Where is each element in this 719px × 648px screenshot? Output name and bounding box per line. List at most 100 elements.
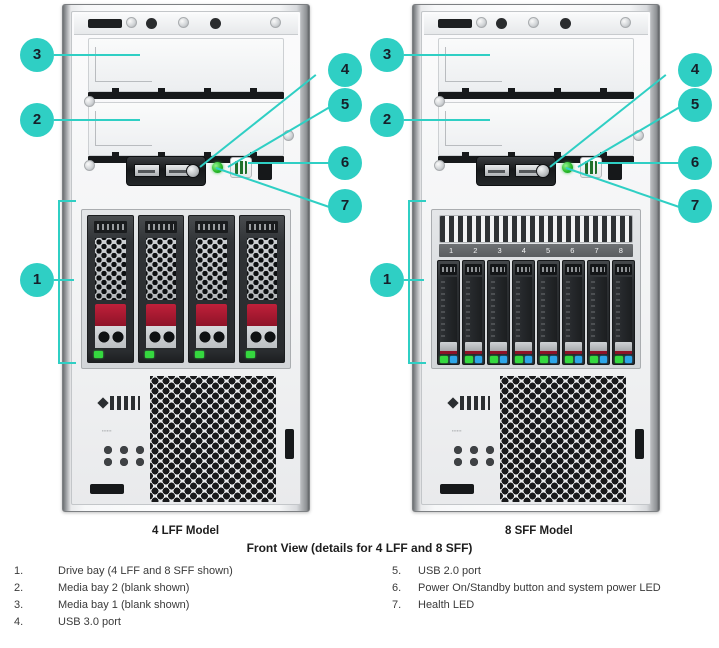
drive-latch[interactable] bbox=[490, 342, 507, 354]
callout-4-lff[interactable]: 4 bbox=[328, 53, 362, 87]
drive-label bbox=[94, 221, 127, 233]
bottom-handle bbox=[440, 484, 474, 494]
drive-bay-number: 8 bbox=[618, 246, 623, 255]
drive-activity-led bbox=[565, 356, 573, 363]
drive-carrier[interactable] bbox=[587, 260, 610, 365]
drive-label bbox=[440, 264, 457, 275]
drive-bay-row bbox=[87, 215, 285, 363]
drive-carrier[interactable] bbox=[487, 260, 510, 365]
legend-number: 4. bbox=[14, 616, 24, 628]
usb-3-0-port[interactable] bbox=[484, 164, 510, 177]
drive-label bbox=[515, 264, 532, 275]
io-panel-knob bbox=[186, 164, 200, 178]
top-button-a bbox=[146, 18, 157, 29]
legend-number: 1. bbox=[14, 565, 24, 577]
screw bbox=[620, 17, 631, 28]
legend-number: 2. bbox=[14, 582, 24, 594]
top-button-b bbox=[560, 18, 571, 29]
drive-status-leds bbox=[465, 356, 482, 363]
drive-activity-led bbox=[540, 356, 548, 363]
drive-carrier[interactable] bbox=[612, 260, 635, 365]
drive-carrier[interactable] bbox=[137, 215, 184, 363]
drive-activity-led bbox=[615, 356, 623, 363]
drive-status-leds bbox=[440, 356, 457, 363]
drive-latch[interactable] bbox=[540, 342, 557, 354]
callout-3-lff[interactable]: 3 bbox=[20, 38, 54, 72]
screw bbox=[476, 17, 487, 28]
front-io-panel bbox=[476, 156, 556, 186]
drive-activity-led bbox=[490, 356, 498, 363]
callout-1-lff[interactable]: 1 bbox=[20, 263, 54, 297]
callout-3-sff[interactable]: 3 bbox=[370, 38, 404, 72]
screw bbox=[528, 17, 539, 28]
drive-bay-number: 3 bbox=[497, 246, 502, 255]
drive-bay-number: 5 bbox=[546, 246, 551, 255]
callout-6-lff[interactable]: 6 bbox=[328, 146, 362, 180]
drive-gear-vent bbox=[246, 326, 277, 348]
drive-carrier[interactable] bbox=[437, 260, 460, 365]
drive-locate-led bbox=[599, 356, 607, 363]
drive-activity-led bbox=[440, 356, 448, 363]
callout-3-leader-lff bbox=[54, 54, 140, 56]
drive-carrier[interactable] bbox=[512, 260, 535, 365]
callout-5-lff[interactable]: 5 bbox=[328, 88, 362, 122]
drive-label bbox=[540, 264, 557, 275]
drive-carrier[interactable] bbox=[238, 215, 285, 363]
drive-latch[interactable] bbox=[615, 342, 632, 354]
drive-carrier[interactable] bbox=[462, 260, 485, 365]
drive-latch[interactable] bbox=[95, 304, 126, 326]
legend-text: Power On/Standby button and system power… bbox=[418, 582, 661, 594]
drive-body bbox=[540, 277, 557, 342]
callout-2-sff[interactable]: 2 bbox=[370, 103, 404, 137]
top-button-b bbox=[210, 18, 221, 29]
drive-status-led bbox=[245, 351, 255, 358]
drive-body bbox=[440, 277, 457, 342]
server-chassis-4lff: ▪▪▪▪▪▪ bbox=[62, 4, 310, 512]
drive-latch[interactable] bbox=[465, 342, 482, 354]
screw bbox=[84, 96, 95, 107]
drive-label bbox=[615, 264, 632, 275]
bottom-handle bbox=[90, 484, 124, 494]
io-panel-knob bbox=[536, 164, 550, 178]
front-mesh-vent bbox=[500, 376, 626, 502]
drive-bay-number: 4 bbox=[521, 246, 526, 255]
drive-carrier[interactable] bbox=[188, 215, 235, 363]
drive-vent bbox=[145, 238, 176, 300]
drive-locate-led bbox=[524, 356, 532, 363]
callout-6-leader-lff bbox=[248, 162, 330, 164]
callout-6-sff[interactable]: 6 bbox=[678, 146, 712, 180]
drive-latch[interactable] bbox=[515, 342, 532, 354]
callout-4-sff[interactable]: 4 bbox=[678, 53, 712, 87]
callout-7-sff[interactable]: 7 bbox=[678, 189, 712, 223]
callout-1-sff[interactable]: 1 bbox=[370, 263, 404, 297]
drive-latch[interactable] bbox=[246, 304, 277, 326]
usb-3-0-port[interactable] bbox=[134, 164, 160, 177]
drive-carrier[interactable] bbox=[562, 260, 585, 365]
callout-1-leader-lff bbox=[54, 279, 74, 281]
drive-carrier[interactable] bbox=[87, 215, 134, 363]
legend-text: Media bay 2 (blank shown) bbox=[58, 582, 190, 594]
drive-latch[interactable] bbox=[196, 304, 227, 326]
drive-body bbox=[615, 277, 632, 342]
vent-dot-grid bbox=[102, 444, 150, 466]
drive-latch[interactable] bbox=[440, 342, 457, 354]
bay-divider bbox=[438, 88, 634, 99]
drive-latch[interactable] bbox=[590, 342, 607, 354]
callout-2-lff[interactable]: 2 bbox=[20, 103, 54, 137]
drive-activity-led bbox=[590, 356, 598, 363]
screw bbox=[434, 96, 445, 107]
drive-locate-led bbox=[474, 356, 482, 363]
screw bbox=[270, 17, 281, 28]
drive-latch[interactable] bbox=[565, 342, 582, 354]
callout-7-lff[interactable]: 7 bbox=[328, 189, 362, 223]
drive-carrier[interactable] bbox=[537, 260, 560, 365]
drive-body bbox=[590, 277, 607, 342]
drive-label bbox=[245, 221, 278, 233]
drive-status-leds bbox=[615, 356, 632, 363]
callout-5-sff[interactable]: 5 bbox=[678, 88, 712, 122]
usb-2-0-port[interactable] bbox=[165, 164, 191, 177]
drive-latch[interactable] bbox=[145, 304, 176, 326]
drive-activity-led bbox=[515, 356, 523, 363]
